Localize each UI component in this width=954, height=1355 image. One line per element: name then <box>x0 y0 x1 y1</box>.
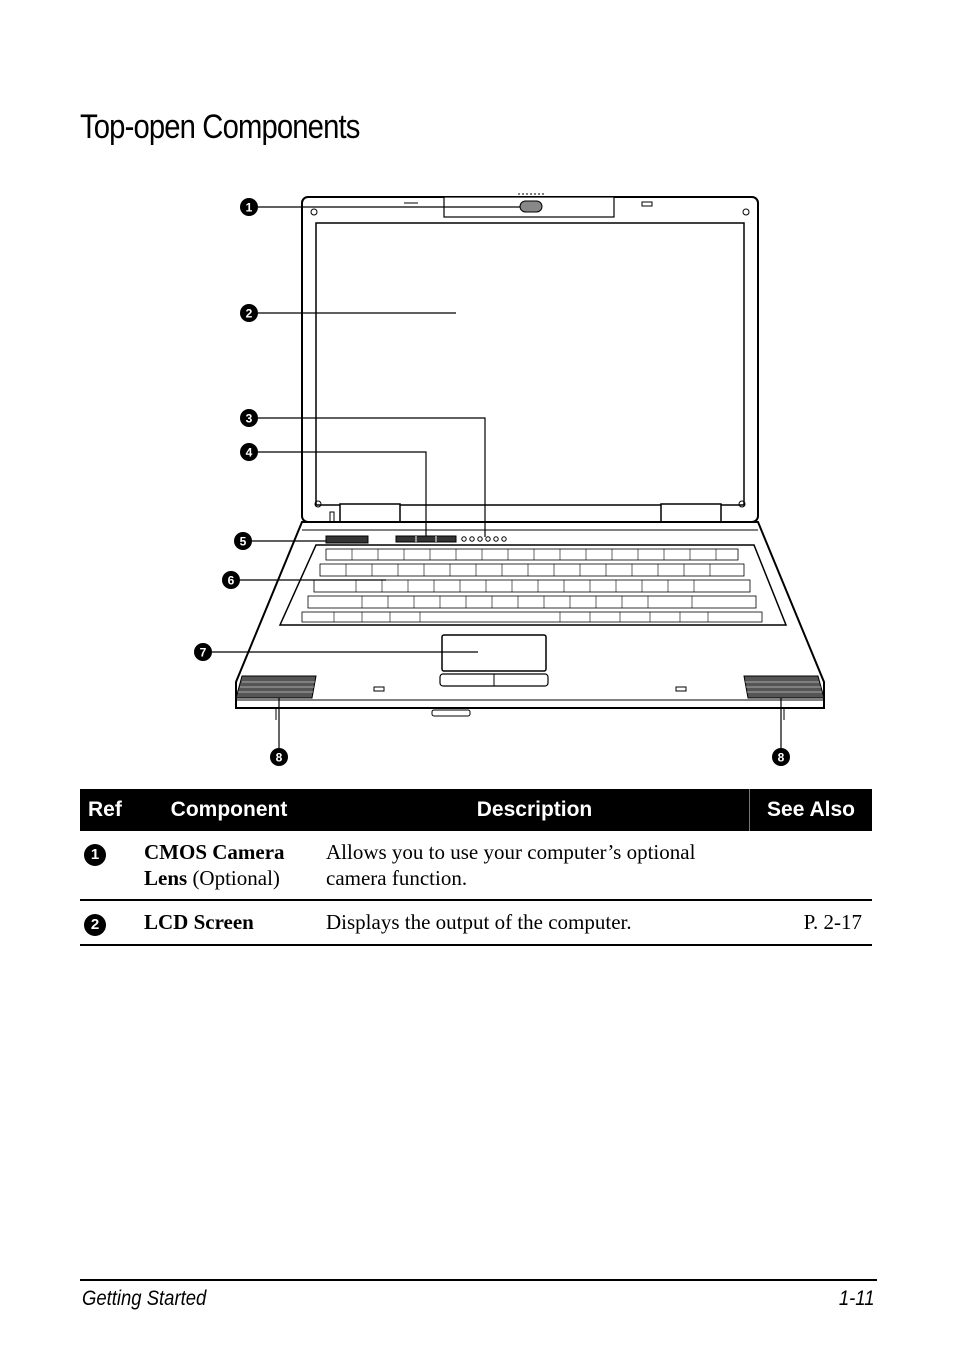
touchpad <box>441 634 547 672</box>
callout-2: 2 <box>240 304 258 322</box>
components-table: Ref Component Description See Also 1 CMO… <box>80 789 872 946</box>
description-cell: Displays the output of the computer. <box>320 900 750 946</box>
table-header-row: Ref Component Description See Also <box>80 789 872 831</box>
svg-text:7: 7 <box>200 646 207 660</box>
ref-badge: 1 <box>84 844 106 866</box>
footer-section-title: Getting Started <box>82 1287 207 1310</box>
lcd-screen <box>315 222 745 506</box>
laptop-diagram: 1 2 3 4 5 6 7 8 8 <box>194 193 825 766</box>
callout-8-right: 8 <box>772 748 790 766</box>
callout-7: 7 <box>194 643 212 661</box>
svg-text:8: 8 <box>276 751 283 765</box>
callout-4: 4 <box>240 443 258 461</box>
svg-text:6: 6 <box>228 574 235 588</box>
callout-3: 3 <box>240 409 258 427</box>
table-row: 2 LCD Screen Displays the output of the … <box>80 900 872 946</box>
page-title: Top-open Components <box>80 108 360 146</box>
power-button <box>325 535 369 544</box>
callout-6: 6 <box>222 571 240 589</box>
callout-1: 1 <box>240 198 258 216</box>
header-component: Component <box>138 789 320 831</box>
component-cell: LCD Screen <box>138 900 320 946</box>
header-ref: Ref <box>80 789 138 831</box>
svg-text:3: 3 <box>246 412 253 426</box>
see-also-cell <box>749 831 872 901</box>
svg-text:8: 8 <box>778 751 785 765</box>
svg-text:4: 4 <box>246 446 253 460</box>
see-also-cell: P. 2-17 <box>749 900 872 946</box>
svg-text:5: 5 <box>240 535 247 549</box>
callout-5: 5 <box>234 532 252 550</box>
callout-8-left: 8 <box>270 748 288 766</box>
svg-text:1: 1 <box>246 201 253 215</box>
svg-text:2: 2 <box>246 307 253 321</box>
quick-buttons <box>395 535 457 543</box>
footer-rule <box>80 1279 877 1281</box>
camera-lens <box>519 200 543 213</box>
table-row: 1 CMOS Camera Lens (Optional) Allows you… <box>80 831 872 901</box>
page-number: 1-11 <box>838 1287 874 1310</box>
header-see-also: See Also <box>749 789 872 831</box>
ref-badge: 2 <box>84 914 106 936</box>
description-cell: Allows you to use your computer’s option… <box>320 831 750 901</box>
component-cell: CMOS Camera Lens (Optional) <box>138 831 320 901</box>
header-description: Description <box>320 789 750 831</box>
